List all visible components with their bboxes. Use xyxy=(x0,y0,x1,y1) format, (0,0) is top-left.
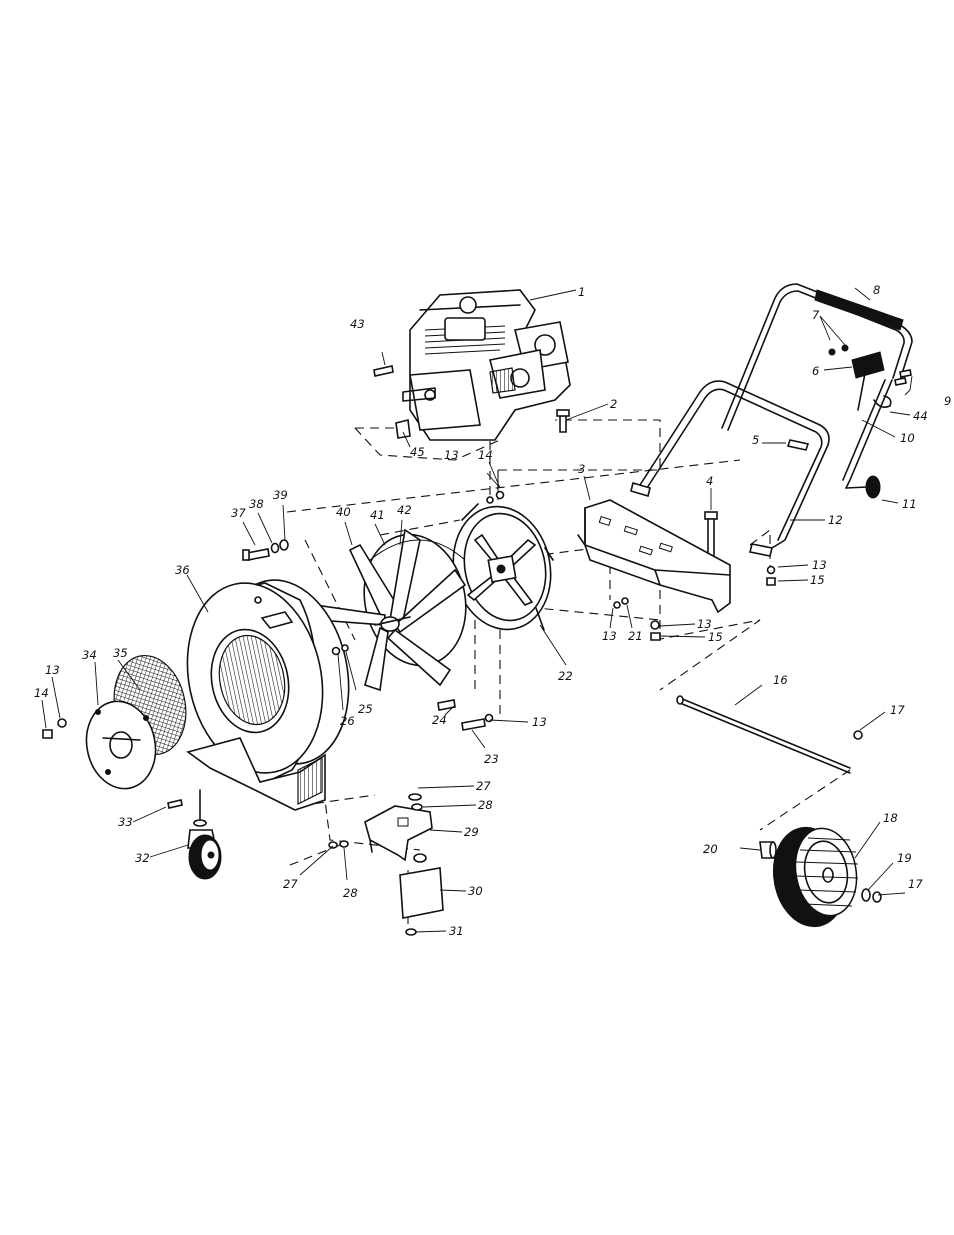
callout-7: 7 xyxy=(812,308,820,322)
callout-32: 32 xyxy=(135,851,150,865)
callout-23: 23 xyxy=(484,752,499,766)
callout-34: 34 xyxy=(82,648,97,662)
callout-13-top: 13 xyxy=(444,448,459,462)
callout-24: 24 xyxy=(432,713,447,727)
callout-40: 40 xyxy=(336,505,351,519)
callout-33: 33 xyxy=(118,815,133,829)
callout-9: 9 xyxy=(944,394,951,408)
callout-30: 30 xyxy=(468,884,483,898)
callout-1: 1 xyxy=(578,285,585,299)
callout-15-center: 15 xyxy=(708,630,723,644)
spacer-45 xyxy=(396,420,410,438)
callout-26: 26 xyxy=(340,714,355,728)
callout-28-top: 28 xyxy=(478,798,493,812)
callout-35: 35 xyxy=(113,646,128,660)
engine-icon xyxy=(403,290,570,440)
caster-wheel-icon xyxy=(188,790,221,879)
bushing-20 xyxy=(760,842,776,858)
callout-21: 21 xyxy=(628,629,643,643)
washers-19-17 xyxy=(862,889,881,902)
key-pin-43 xyxy=(374,366,393,376)
callout-6: 6 xyxy=(812,364,819,378)
callout-2: 2 xyxy=(610,397,617,411)
callout-14-left: 14 xyxy=(34,686,49,700)
bolt-washers-37-39 xyxy=(243,540,288,560)
callout-44: 44 xyxy=(913,409,928,423)
deflector-plate-30 xyxy=(400,868,443,918)
bolt-2 xyxy=(557,410,569,432)
wheel-icon xyxy=(766,822,863,933)
blower-housing-icon xyxy=(170,568,364,810)
callout-42: 42 xyxy=(397,503,412,517)
callout-13-right: 13 xyxy=(812,558,827,572)
callout-11: 11 xyxy=(902,497,917,511)
callout-17-top: 17 xyxy=(890,703,905,717)
callout-39: 39 xyxy=(273,488,288,502)
callout-5: 5 xyxy=(752,433,759,447)
callout-38: 38 xyxy=(249,497,264,511)
nut-washer-left xyxy=(43,719,66,738)
callout-16: 16 xyxy=(773,673,788,687)
callout-36: 36 xyxy=(175,563,190,577)
callout-14-top: 14 xyxy=(478,448,493,462)
callout-37: 37 xyxy=(231,506,246,520)
callout-27-bottom: 27 xyxy=(283,877,298,891)
handle-icon xyxy=(631,284,912,556)
callout-19: 19 xyxy=(897,851,912,865)
callout-29: 29 xyxy=(464,825,479,839)
callout-13-bolt: 13 xyxy=(532,715,547,729)
pin-33 xyxy=(168,800,182,808)
callout-31: 31 xyxy=(449,924,464,938)
bolt-5 xyxy=(788,440,808,450)
bolt-24 xyxy=(438,700,455,710)
callout-13-frame: 13 xyxy=(602,629,617,643)
callout-10: 10 xyxy=(900,431,915,445)
control-lever-6 xyxy=(829,345,911,410)
callout-8: 8 xyxy=(873,283,880,297)
axle-16 xyxy=(677,696,850,773)
callout-13-left: 13 xyxy=(45,663,60,677)
callout-22: 22 xyxy=(558,669,573,683)
callout-13-center: 13 xyxy=(697,617,712,631)
hardware-nuts xyxy=(487,492,862,740)
callout-17-bottom: 17 xyxy=(908,877,923,891)
callout-45: 45 xyxy=(410,445,425,459)
callout-43: 43 xyxy=(350,317,365,331)
callout-20: 20 xyxy=(703,842,718,856)
callout-27-top: 27 xyxy=(476,779,491,793)
callout-4: 4 xyxy=(706,474,713,488)
callout-15-right: 15 xyxy=(810,573,825,587)
deflector-bracket-29 xyxy=(365,806,432,860)
callout-3: 3 xyxy=(578,462,585,476)
callout-28-bottom: 28 xyxy=(343,886,358,900)
bolt-23 xyxy=(462,715,493,731)
callout-18: 18 xyxy=(883,811,898,825)
callout-41: 41 xyxy=(370,508,385,522)
callout-12: 12 xyxy=(828,513,843,527)
callout-25: 25 xyxy=(358,702,373,716)
